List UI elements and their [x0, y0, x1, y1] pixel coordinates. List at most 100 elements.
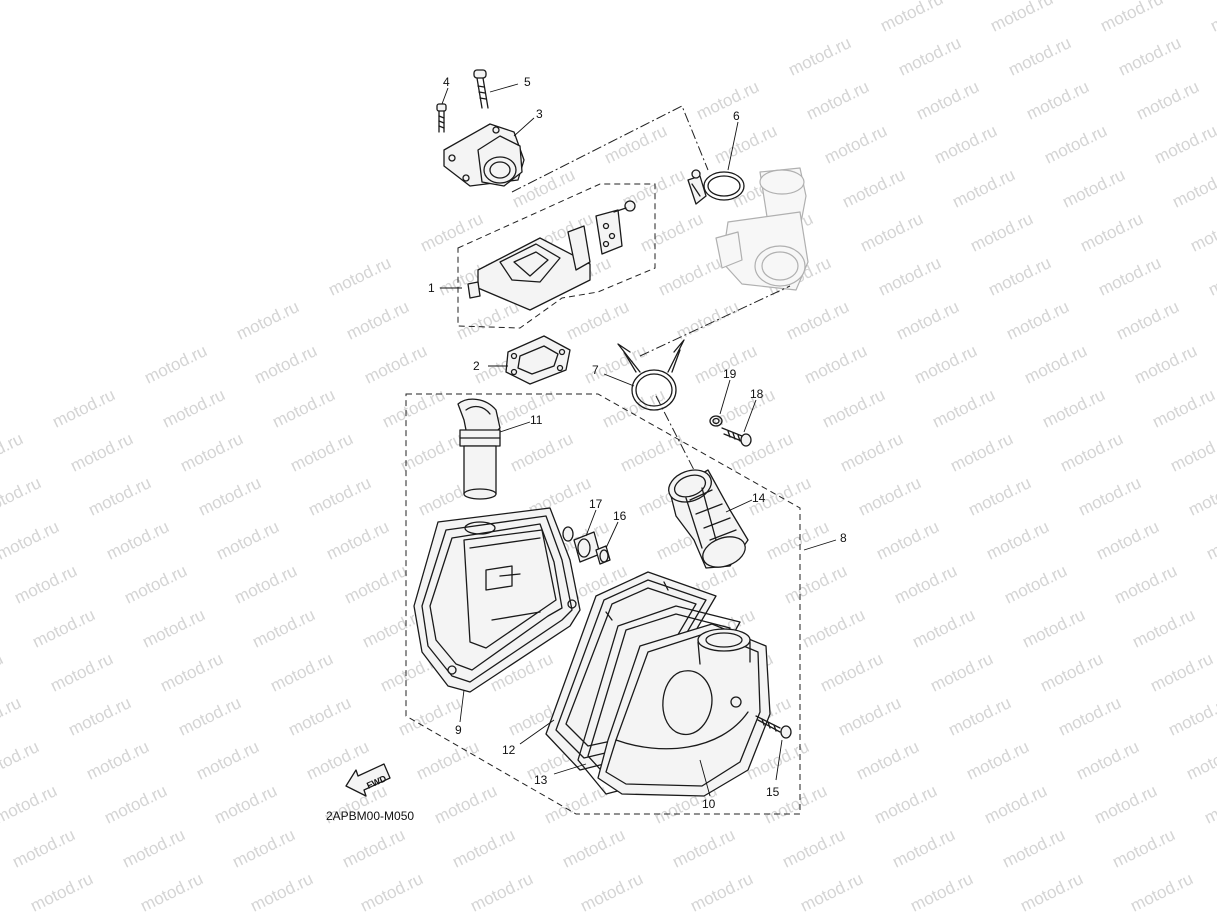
watermark-text: motod.ru: [267, 649, 336, 695]
diagram-code: 2APBM00-M050: [326, 809, 414, 823]
watermark-text: motod.ru: [47, 649, 116, 695]
watermark-text: motod.ru: [927, 649, 996, 695]
watermark-text: motod.ru: [67, 429, 136, 475]
watermark-text: motod.ru: [711, 121, 780, 167]
watermark-text: motod.ru: [269, 385, 338, 431]
callout-7: 7: [592, 363, 599, 377]
watermark-text: motod.ru: [9, 825, 78, 871]
manifold-bolt-5: [473, 69, 489, 109]
watermark-text: motod.ru: [231, 561, 300, 607]
watermark-text: motod.ru: [873, 517, 942, 563]
watermark-text: motod.ru: [141, 341, 210, 387]
watermark-text: motod.ru: [233, 297, 302, 343]
callout-19: 19: [723, 367, 737, 381]
watermark-text: motod.ru: [577, 869, 646, 913]
watermark-text: motod.ru: [1183, 737, 1217, 783]
watermark-text: motod.ru: [1129, 605, 1198, 651]
watermark-text: motod.ru: [985, 253, 1054, 299]
watermark-text: motod.ru: [797, 869, 866, 913]
callout-17: 17: [589, 497, 603, 511]
watermark-text: motod.ru: [0, 693, 24, 739]
watermark-text: motod.ru: [325, 253, 394, 299]
watermark-text: motod.ru: [783, 297, 852, 343]
watermark-text: motod.ru: [857, 209, 926, 255]
watermark-text: motod.ru: [817, 649, 886, 695]
watermark-text: motod.ru: [287, 429, 356, 475]
watermark-text: motod.ru: [1041, 121, 1110, 167]
watermark-text: motod.ru: [175, 693, 244, 739]
watermark-text: motod.ru: [947, 429, 1016, 475]
watermark-text: motod.ru: [229, 825, 298, 871]
watermark-text: motod.ru: [1131, 341, 1200, 387]
callout-1: 1: [428, 281, 435, 295]
watermark-text: motod.ru: [1039, 385, 1108, 431]
watermark-text: motod.ru: [0, 517, 62, 563]
watermark-text: motod.ru: [0, 781, 60, 827]
watermark-text: motod.ru: [601, 121, 670, 167]
watermark-text: motod.ru: [987, 0, 1056, 36]
watermark-text: motod.ru: [983, 517, 1052, 563]
watermark-text: motod.ru: [1205, 253, 1217, 299]
watermark-text: motod.ru: [839, 165, 908, 211]
watermark-text: motod.ru: [65, 693, 134, 739]
watermark-text: motod.ru: [0, 473, 44, 519]
watermark-text: motod.ru: [637, 209, 706, 255]
watermark-text: motod.ru: [877, 0, 946, 36]
watermark-text: motod.ru: [1133, 77, 1202, 123]
watermark-text: motod.ru: [763, 517, 832, 563]
watermark-text: motod.ru: [1169, 165, 1217, 211]
watermark-text: motod.ru: [1091, 781, 1160, 827]
callout-15: 15: [766, 785, 780, 799]
watermark-text: motod.ru: [305, 473, 374, 519]
air-cleaner-case-9: [413, 507, 581, 693]
watermark-text: motod.ru: [1095, 253, 1164, 299]
watermark-text: motod.ru: [1109, 825, 1178, 871]
watermark-text: motod.ru: [871, 781, 940, 827]
watermark-text: motod.ru: [819, 385, 888, 431]
watermark-text: motod.ru: [803, 77, 872, 123]
watermark-text: motod.ru: [1207, 0, 1217, 36]
watermark-text: motod.ru: [29, 605, 98, 651]
callout-14: 14: [752, 491, 766, 505]
watermark-text: motod.ru: [853, 737, 922, 783]
watermark-text: motod.ru: [103, 517, 172, 563]
carburetor-ghost: [715, 167, 809, 291]
callout-8: 8: [840, 531, 847, 545]
watermark-text: motod.ru: [361, 341, 430, 387]
watermark-text: motod.ru: [1111, 561, 1180, 607]
watermark-text: motod.ru: [895, 33, 964, 79]
watermark-text: motod.ru: [999, 825, 1068, 871]
watermark-text: motod.ru: [965, 473, 1034, 519]
watermark-text: motod.ru: [417, 209, 486, 255]
watermark-text: motod.ru: [1115, 33, 1184, 79]
leader-lines: [440, 83, 837, 797]
watermark-text: motod.ru: [211, 781, 280, 827]
watermark-text: motod.ru: [85, 473, 154, 519]
watermark-text: motod.ru: [949, 165, 1018, 211]
watermark-text: motod.ru: [559, 825, 628, 871]
watermark-text: motod.ru: [981, 781, 1050, 827]
watermark-text: motod.ru: [1201, 781, 1217, 827]
breather-hose-11: [457, 398, 501, 500]
watermark-text: motod.ru: [1151, 121, 1217, 167]
watermark-text: motod.ru: [889, 825, 958, 871]
watermark-text: motod.ru: [357, 869, 426, 913]
watermark-text: motod.ru: [967, 209, 1036, 255]
watermark-text: motod.ru: [507, 429, 576, 475]
intake-joint-14: [668, 469, 749, 569]
screw-15: [755, 715, 792, 739]
washer-19: [709, 415, 723, 427]
watermark-text: motod.ru: [1127, 869, 1196, 913]
watermark-text: motod.ru: [339, 825, 408, 871]
wire-clamp-7: [617, 339, 685, 411]
watermark-text: motod.ru: [931, 121, 1000, 167]
bolt-18: [721, 427, 752, 447]
watermark-text: motod.ru: [781, 561, 850, 607]
watermark-text: motod.ru: [541, 781, 610, 827]
watermark-text: motod.ru: [1037, 649, 1106, 695]
callout-4: 4: [443, 75, 450, 89]
watermark-text: motod.ru: [0, 737, 42, 783]
callout-16: 16: [613, 509, 627, 523]
watermark-text: motod.ru: [449, 825, 518, 871]
watermark-text: motod.ru: [157, 649, 226, 695]
